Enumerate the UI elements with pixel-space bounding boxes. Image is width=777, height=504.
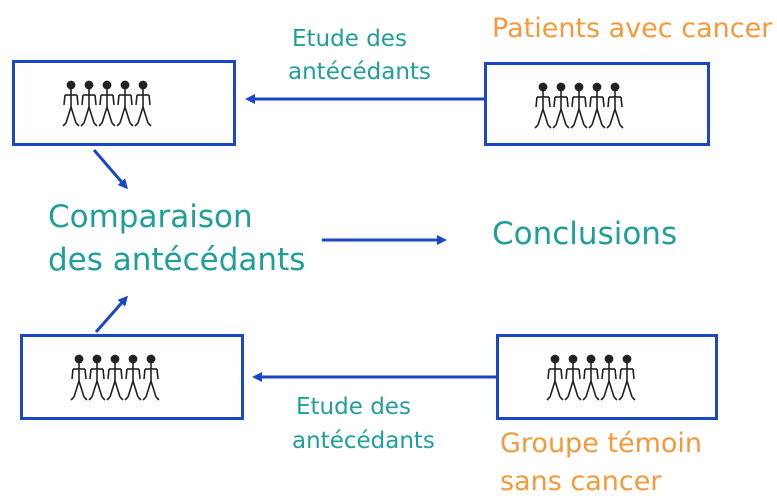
- stick-figure-icon: [618, 354, 636, 401]
- stick-figure-icon: [80, 80, 98, 127]
- arrow-top-to-comparison: [92, 149, 128, 190]
- stick-figure-icon: [70, 354, 88, 401]
- stick-figure-icon: [534, 82, 552, 129]
- patients-box: [484, 62, 710, 146]
- stick-figure-icon: [552, 82, 570, 129]
- comparison-label-line2: des antécédants: [48, 242, 306, 278]
- study-label-top-line2: antécédants: [288, 59, 431, 85]
- study-label-bottom-line2: antécédants: [292, 428, 435, 454]
- stick-figure-icon: [142, 354, 160, 401]
- study-label-bottom-line1: Etude des: [296, 394, 411, 420]
- study-label-top-line1: Etude des: [292, 26, 407, 52]
- control-group-label-line2: sans cancer: [500, 466, 662, 497]
- group-figures: [546, 354, 636, 401]
- stick-figure-icon: [588, 82, 606, 129]
- exposure-box-cases: [12, 60, 236, 146]
- stick-figure-icon: [600, 354, 618, 401]
- stick-figure-icon: [106, 354, 124, 401]
- control-group-box: [496, 334, 718, 420]
- group-figures: [70, 354, 160, 401]
- stick-figure-icon: [62, 80, 80, 127]
- group-figures: [534, 82, 624, 129]
- stick-figure-icon: [546, 354, 564, 401]
- stick-figure-icon: [582, 354, 600, 401]
- control-group-label-line1: Groupe témoin: [500, 428, 703, 459]
- patients-label: Patients avec cancer: [492, 13, 773, 44]
- stick-figure-icon: [570, 82, 588, 129]
- stick-figure-icon: [606, 82, 624, 129]
- conclusions-label: Conclusions: [492, 216, 678, 252]
- comparison-label-line1: Comparaison: [48, 199, 253, 235]
- stick-figure-icon: [134, 80, 152, 127]
- stick-figure-icon: [124, 354, 142, 401]
- stick-figure-icon: [98, 80, 116, 127]
- group-figures: [62, 80, 152, 127]
- stick-figure-icon: [564, 354, 582, 401]
- exposure-box-controls: [20, 334, 244, 420]
- stick-figure-icon: [116, 80, 134, 127]
- arrow-bottom-to-comparison: [94, 295, 128, 333]
- stick-figure-icon: [88, 354, 106, 401]
